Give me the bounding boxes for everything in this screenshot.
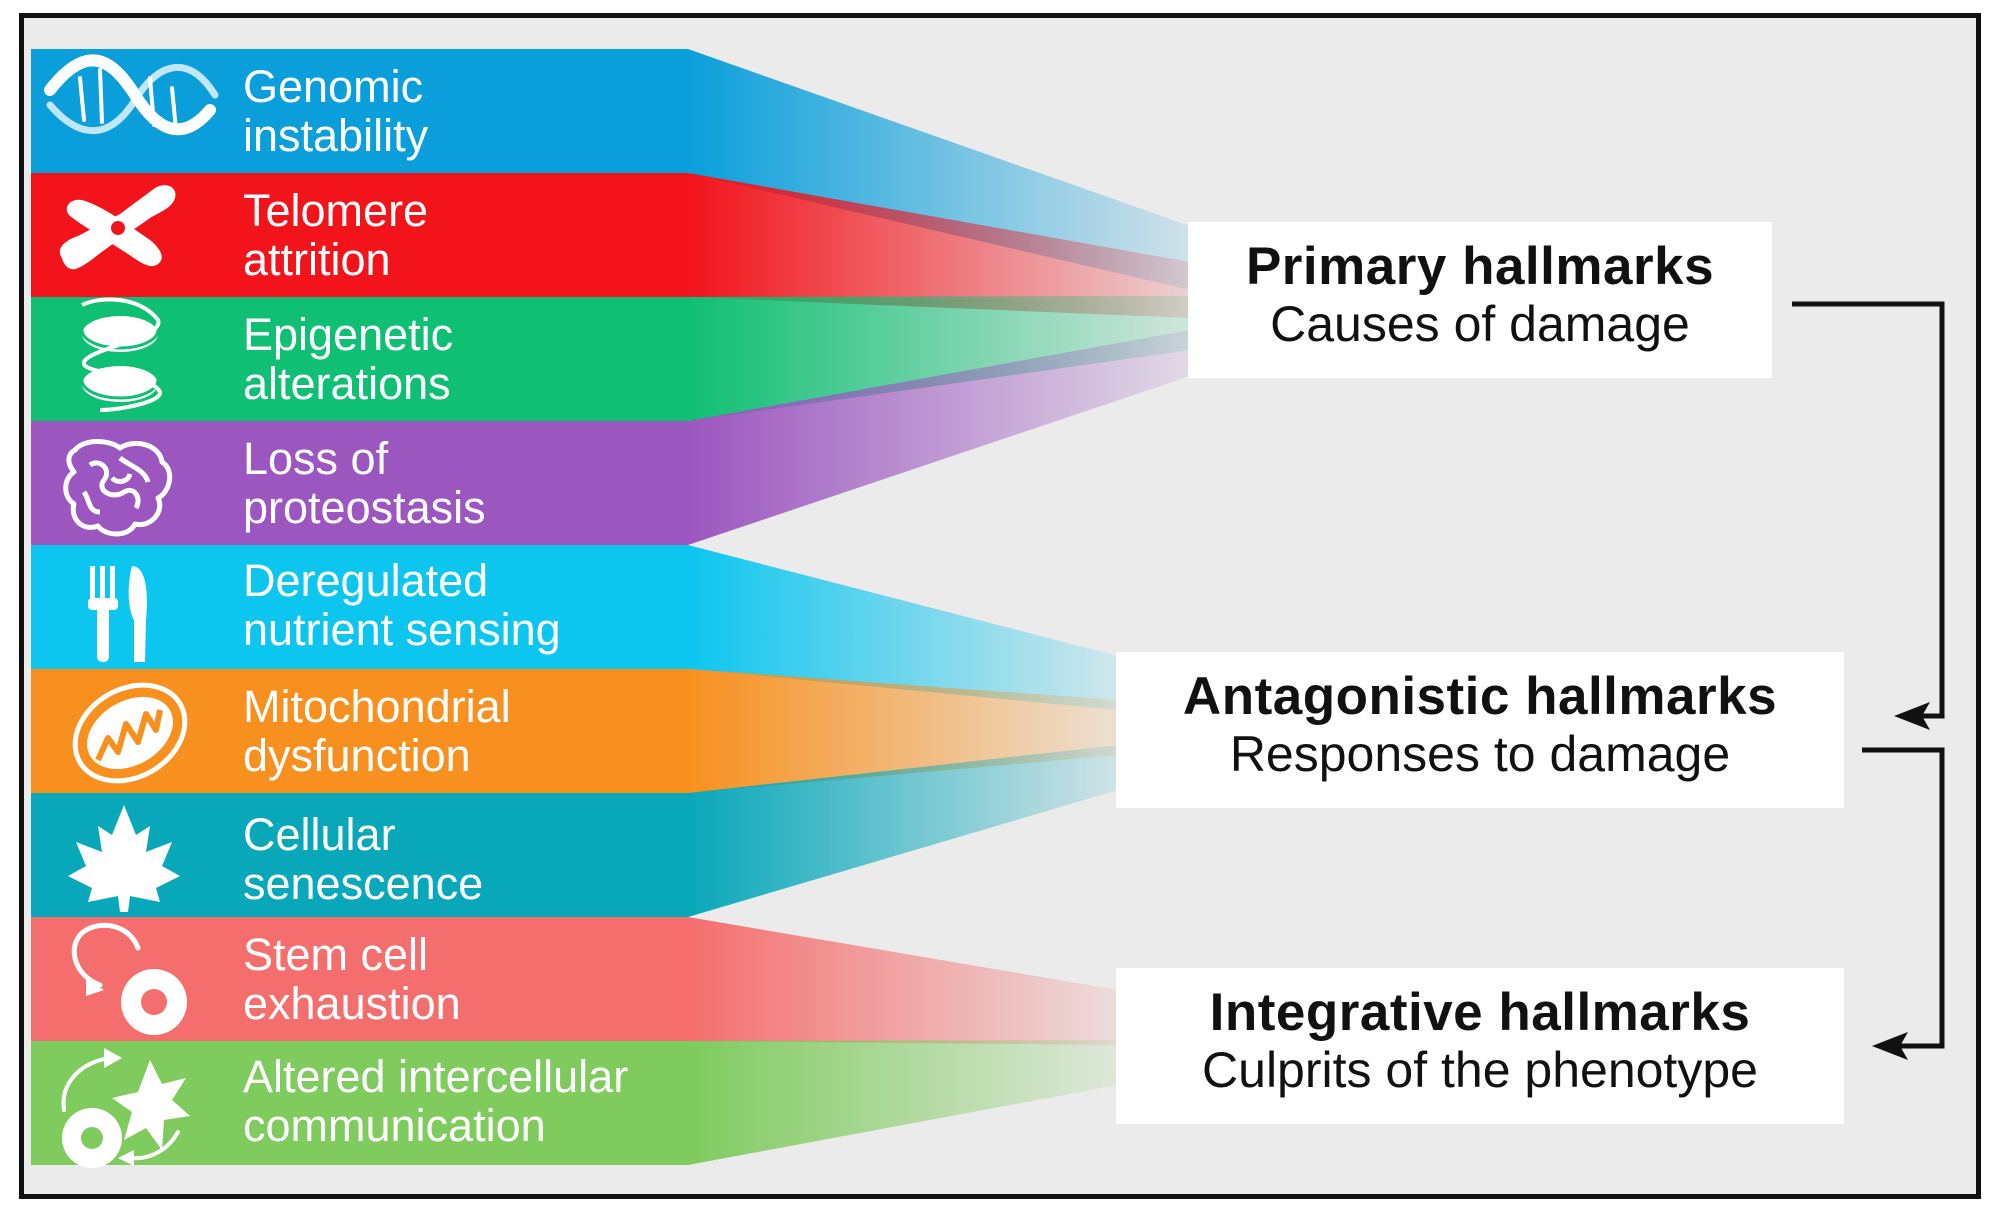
chromosome-icon <box>59 185 176 270</box>
band-label-altered-intercellular-communication: Altered intercellular communication <box>243 1051 629 1151</box>
fan-stem-cell-exhaustion <box>688 917 1118 1045</box>
band-label-telomere-attrition: Telomere attrition <box>243 185 429 285</box>
band-label-mitochondrial-dysfunction: Mitochondrial dysfunction <box>243 681 511 781</box>
fan-epigenetic-alterations <box>688 296 1190 421</box>
maple-leaf-icon <box>68 805 180 912</box>
fan-altered-intercellular-communication <box>688 1040 1118 1165</box>
nucleosome-icon <box>80 297 162 412</box>
arrowhead-to-integrative <box>1872 1032 1908 1060</box>
band-label-epigenetic-alterations: Epigenetic alterations <box>243 309 454 409</box>
fork-knife-icon <box>88 566 147 662</box>
group-box-antagonistic-hallmarks: Antagonistic hallmarks Responses to dama… <box>1116 652 1844 808</box>
group-title: Antagonistic hallmarks <box>1182 667 1778 726</box>
band-label-loss-of-proteostasis: Loss of proteostasis <box>243 433 486 533</box>
stem-cell-icon <box>71 922 187 1035</box>
group-box-primary-hallmarks: Primary hallmarks Causes of damage <box>1188 222 1772 378</box>
group-subtitle: Culprits of the phenotype <box>1202 1042 1758 1098</box>
connector-primary-to-antagonistic <box>1792 301 1945 719</box>
connector-antagonistic-to-integrative <box>1862 747 1945 1049</box>
band-label-stem-cell-exhaustion: Stem cell exhaustion <box>243 929 461 1029</box>
mitochondrion-icon <box>72 682 188 784</box>
cell-communication-icon <box>61 1048 190 1168</box>
fan-deregulated-nutrient-sensing <box>688 545 1118 710</box>
group-box-integrative-hallmarks: Integrative hallmarks Culprits of the ph… <box>1116 968 1844 1124</box>
band-label-deregulated-nutrient-sensing: Deregulated nutrient sensing <box>243 555 561 655</box>
fan-genomic-instability <box>688 49 1190 290</box>
fan-telomere-attrition <box>688 173 1190 318</box>
group-title: Integrative hallmarks <box>1209 983 1751 1042</box>
group-title: Primary hallmarks <box>1245 237 1715 296</box>
band-label-genomic-instability: Genomic instability <box>243 61 429 161</box>
band-label-cellular-senescence: Cellular senescence <box>243 809 484 909</box>
fan-cellular-senescence <box>688 745 1118 917</box>
group-subtitle: Causes of damage <box>1270 296 1690 352</box>
dna-helix-icon <box>44 54 219 136</box>
arrowhead-to-antagonistic <box>1894 702 1930 730</box>
band-epigenetic-alterations <box>31 297 688 421</box>
fan-loss-of-proteostasis <box>688 330 1190 545</box>
protein-icon <box>63 439 173 537</box>
group-subtitle: Responses to damage <box>1229 726 1731 782</box>
